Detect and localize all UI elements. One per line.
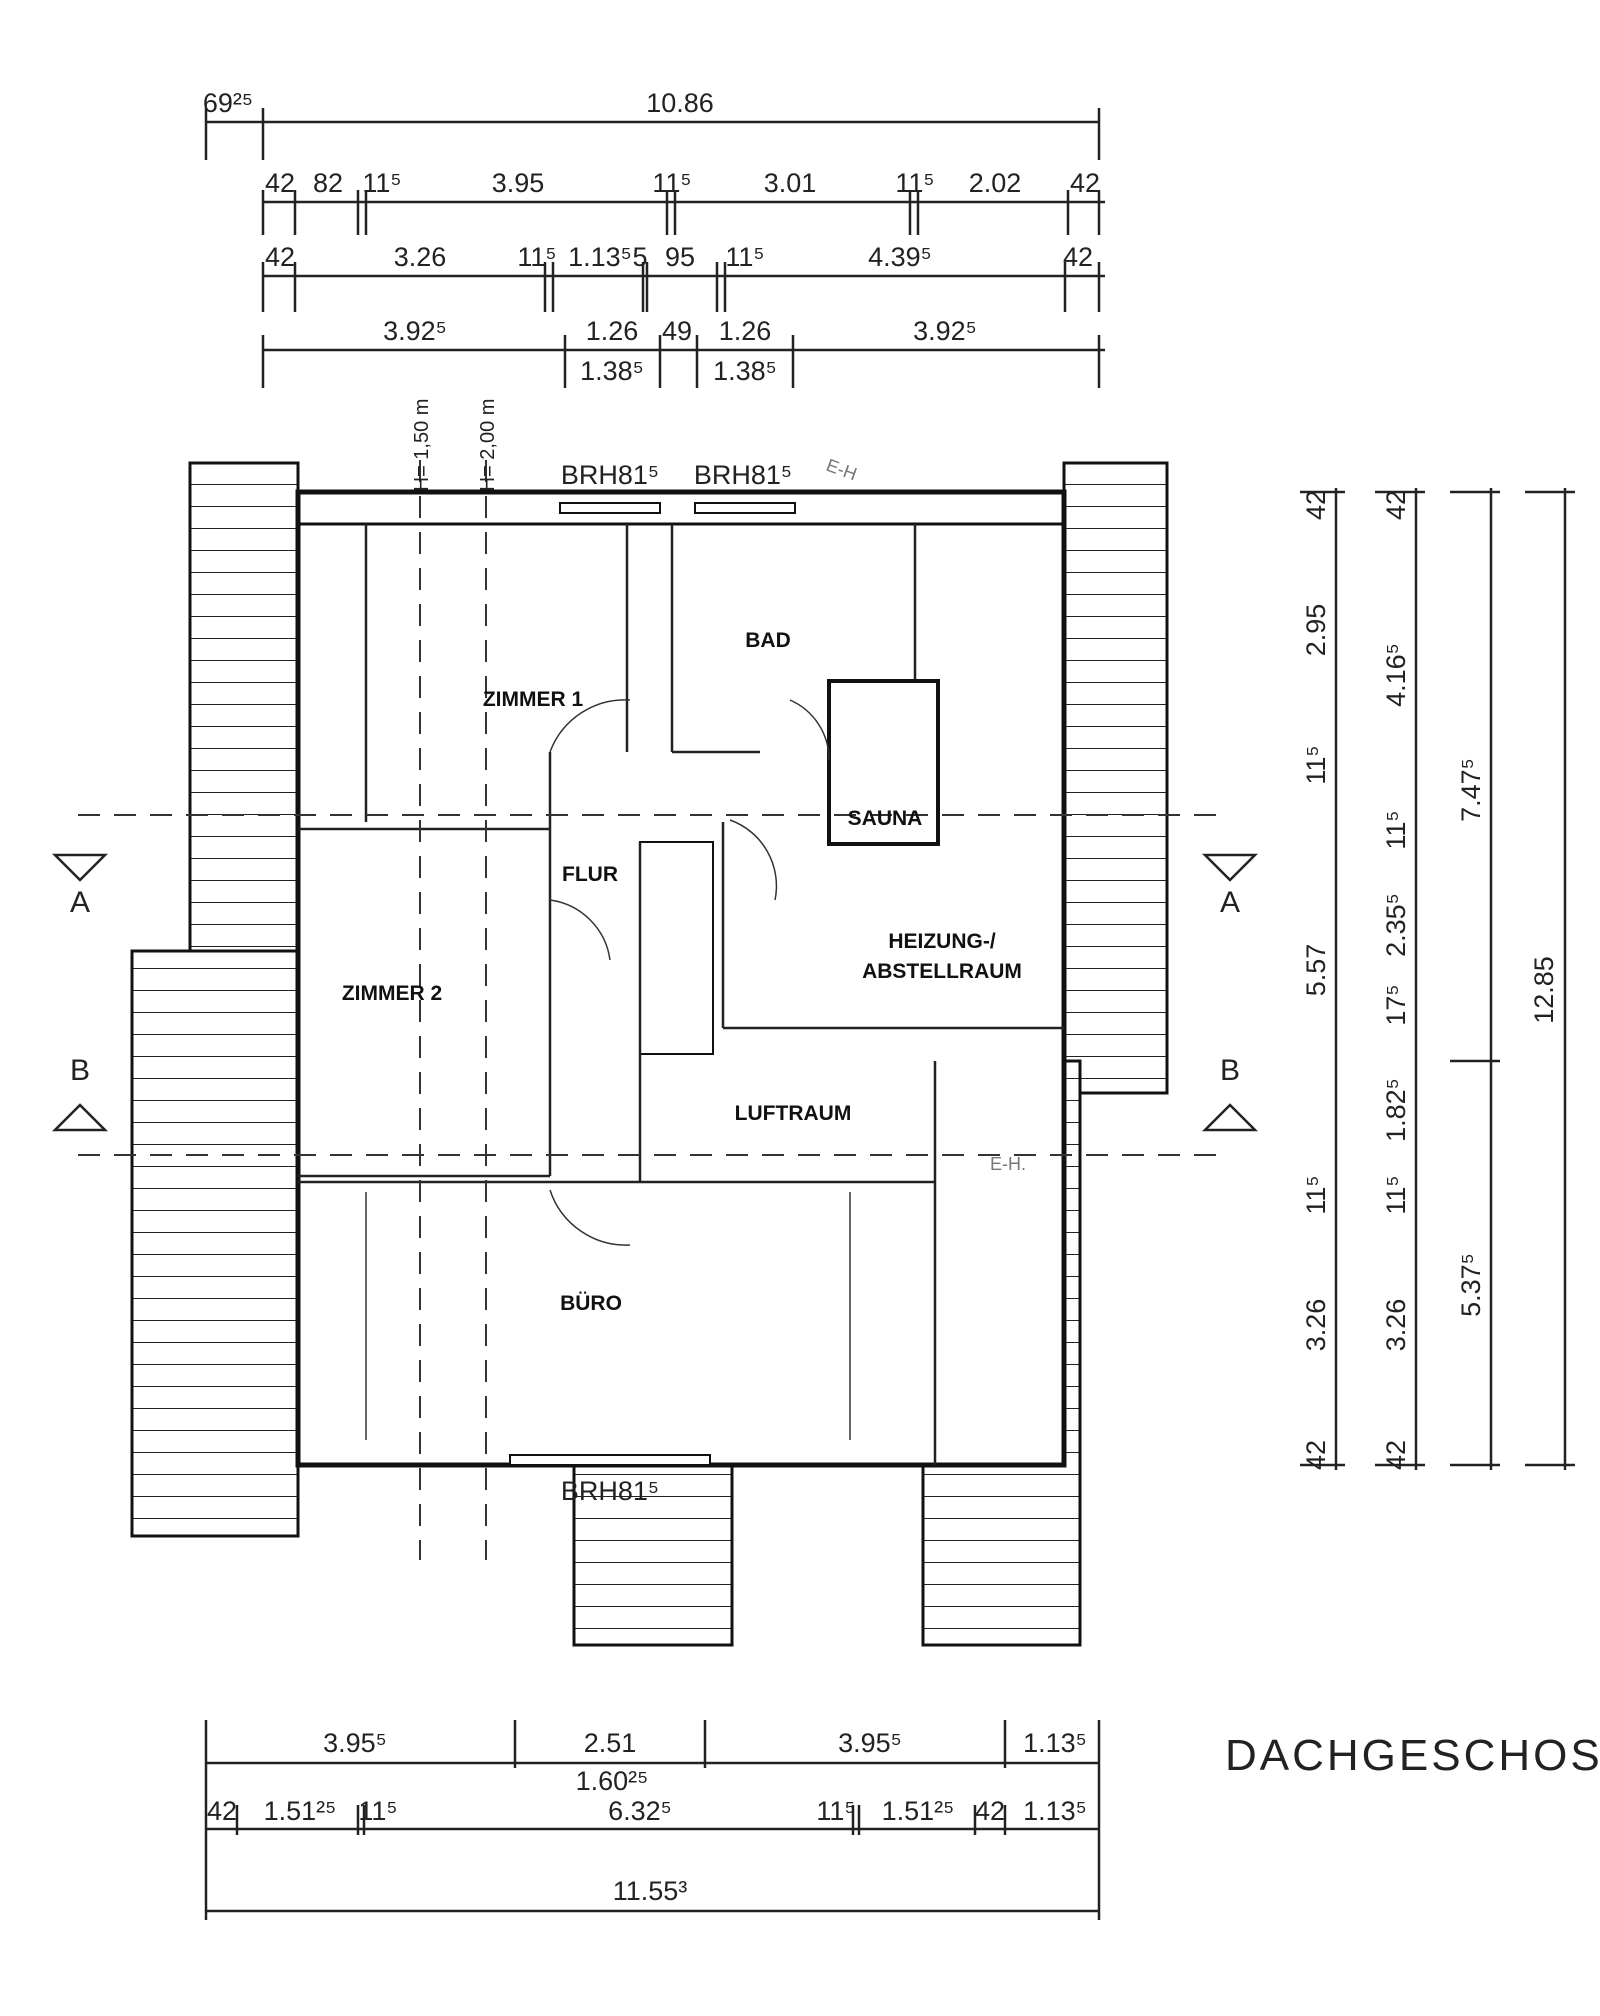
dim-label: 1.13⁵ — [568, 242, 632, 272]
dim-label: 69²⁵ — [203, 88, 253, 118]
dim-label: 11⁵ — [816, 1796, 855, 1826]
dim-label: 6.32⁵ — [608, 1796, 672, 1826]
room-flur: FLUR — [562, 863, 618, 886]
dim-label: 49 — [662, 316, 692, 346]
walls — [78, 460, 1220, 1560]
dim-label: 2.95 — [1301, 604, 1331, 657]
room-heizung: HEIZUNG-/ — [888, 930, 995, 953]
roof-dormer-bottom — [572, 1463, 734, 1647]
dim-label: 3.92⁵ — [913, 316, 977, 346]
dim-label: 3.26 — [1301, 1299, 1331, 1352]
dim-label: 5.37⁵ — [1456, 1253, 1486, 1317]
height-label: H= 2,00 m — [477, 399, 499, 492]
window-label: BRH81⁵ — [694, 460, 792, 490]
dim-label: 42 — [1301, 490, 1331, 520]
dim-label: 11⁵ — [1301, 1175, 1331, 1214]
dim-label: 1.13⁵ — [1023, 1796, 1087, 1826]
room-bad: BAD — [745, 629, 791, 652]
dim-label: 2.35⁵ — [1381, 893, 1411, 957]
dim-label: 1.38⁵ — [580, 356, 644, 386]
dim-label: 5.57 — [1301, 944, 1331, 997]
dim-label: 1.51²⁵ — [264, 1796, 337, 1826]
dim-label: 2.02 — [969, 168, 1022, 198]
dim-label: 11.55³ — [613, 1876, 688, 1906]
dim-label: 42 — [265, 168, 295, 198]
room-sauna: SAUNA — [848, 807, 923, 830]
dim-label: 2.51 — [584, 1728, 637, 1758]
dim-label: 11⁵ — [362, 168, 401, 198]
room-abstellraum: ABSTELLRAUM — [862, 960, 1022, 983]
dim-label: 42 — [1301, 1440, 1331, 1470]
dim-label: 4.16⁵ — [1381, 643, 1411, 707]
room-zimmer-1: ZIMMER 1 — [483, 688, 584, 711]
section-a-right: A — [1220, 886, 1240, 919]
dim-label: 11⁵ — [1381, 1175, 1411, 1214]
dim-label: 11⁵ — [895, 168, 934, 198]
dim-label: 1.26 — [719, 316, 772, 346]
dim-label: 42 — [1381, 1440, 1411, 1470]
dim-label: 11⁵ — [1381, 810, 1411, 849]
pencil-note: E-H — [824, 455, 860, 484]
dim-label: 11⁵ — [517, 242, 556, 272]
dim-label: 3.92⁵ — [383, 316, 447, 346]
dim-label: 3.95 — [492, 168, 545, 198]
top-dimensions: 69²⁵ 10.86 42 82 11⁵ 3.95 11⁵ 3.01 11⁵ 2… — [203, 88, 1105, 388]
height-label: H= 1,50 m — [411, 399, 433, 492]
dim-label: 3.26 — [394, 242, 447, 272]
dim-label: 4.39⁵ — [868, 242, 932, 272]
dim-label: 95 — [665, 242, 695, 272]
dim-label: 7.47⁵ — [1456, 758, 1486, 822]
dim-label: 17⁵ — [1381, 984, 1411, 1025]
section-a-left: A — [70, 886, 90, 919]
dim-label: 42 — [1070, 168, 1100, 198]
dim-label: 11⁵ — [652, 168, 691, 198]
dim-label: 1.26 — [586, 316, 639, 346]
dim-label: 5 — [632, 242, 647, 272]
dim-label: 10.86 — [646, 88, 714, 118]
dim-label: 1.60²⁵ — [576, 1766, 649, 1796]
roof-strip-left-lower — [130, 949, 300, 1538]
section-b-left: B — [70, 1054, 90, 1087]
dim-label: 11⁵ — [1301, 745, 1331, 784]
room-zimmer-2: ZIMMER 2 — [342, 982, 442, 1005]
right-dimensions: 42 2.95 11⁵ 5.57 11⁵ 3.26 42 42 4.16⁵ 11… — [1300, 488, 1575, 1470]
dim-label: 11⁵ — [725, 242, 764, 272]
section-b-right: B — [1220, 1054, 1240, 1087]
dim-label: 42 — [207, 1796, 237, 1826]
dim-label: 42 — [265, 242, 295, 272]
dim-label: 42 — [975, 1796, 1005, 1826]
dim-label: 3.95⁵ — [838, 1728, 902, 1758]
dim-label: 12.85 — [1529, 956, 1559, 1024]
dim-label: 3.01 — [764, 168, 817, 198]
roof-strip-right — [1062, 461, 1169, 1095]
bottom-dimensions: 3.95⁵ 2.51 1.60²⁵ 3.95⁵ 1.13⁵ 42 1.51²⁵ … — [204, 1720, 1101, 1920]
room-luftraum: LUFTRAUM — [735, 1102, 852, 1125]
room-buero: BÜRO — [560, 1292, 622, 1315]
window-label: BRH81⁵ — [561, 460, 659, 490]
room-labels: ZIMMER 1 BAD SAUNA FLUR HEIZUNG-/ ABSTEL… — [342, 399, 1026, 1506]
pencil-note: E-H. — [990, 1154, 1026, 1174]
dim-label: 1.82⁵ — [1381, 1078, 1411, 1142]
dim-label: 1.13⁵ — [1023, 1728, 1087, 1758]
plan-title: DACHGESCHOSS — [1225, 1731, 1600, 1780]
dim-label: 82 — [313, 168, 343, 198]
dim-label: 1.51²⁵ — [882, 1796, 955, 1826]
dim-label: 42 — [1063, 242, 1093, 272]
dim-label: 42 — [1381, 490, 1411, 520]
dim-label: 1.38⁵ — [713, 356, 777, 386]
dim-label: 3.95⁵ — [323, 1728, 387, 1758]
dim-label: 11⁵ — [358, 1796, 397, 1826]
section-markers: A A B B — [51, 853, 1259, 1132]
roof-strip-left — [188, 461, 300, 965]
dim-label: 3.26 — [1381, 1299, 1411, 1352]
window-label: BRH81⁵ — [561, 1476, 659, 1506]
